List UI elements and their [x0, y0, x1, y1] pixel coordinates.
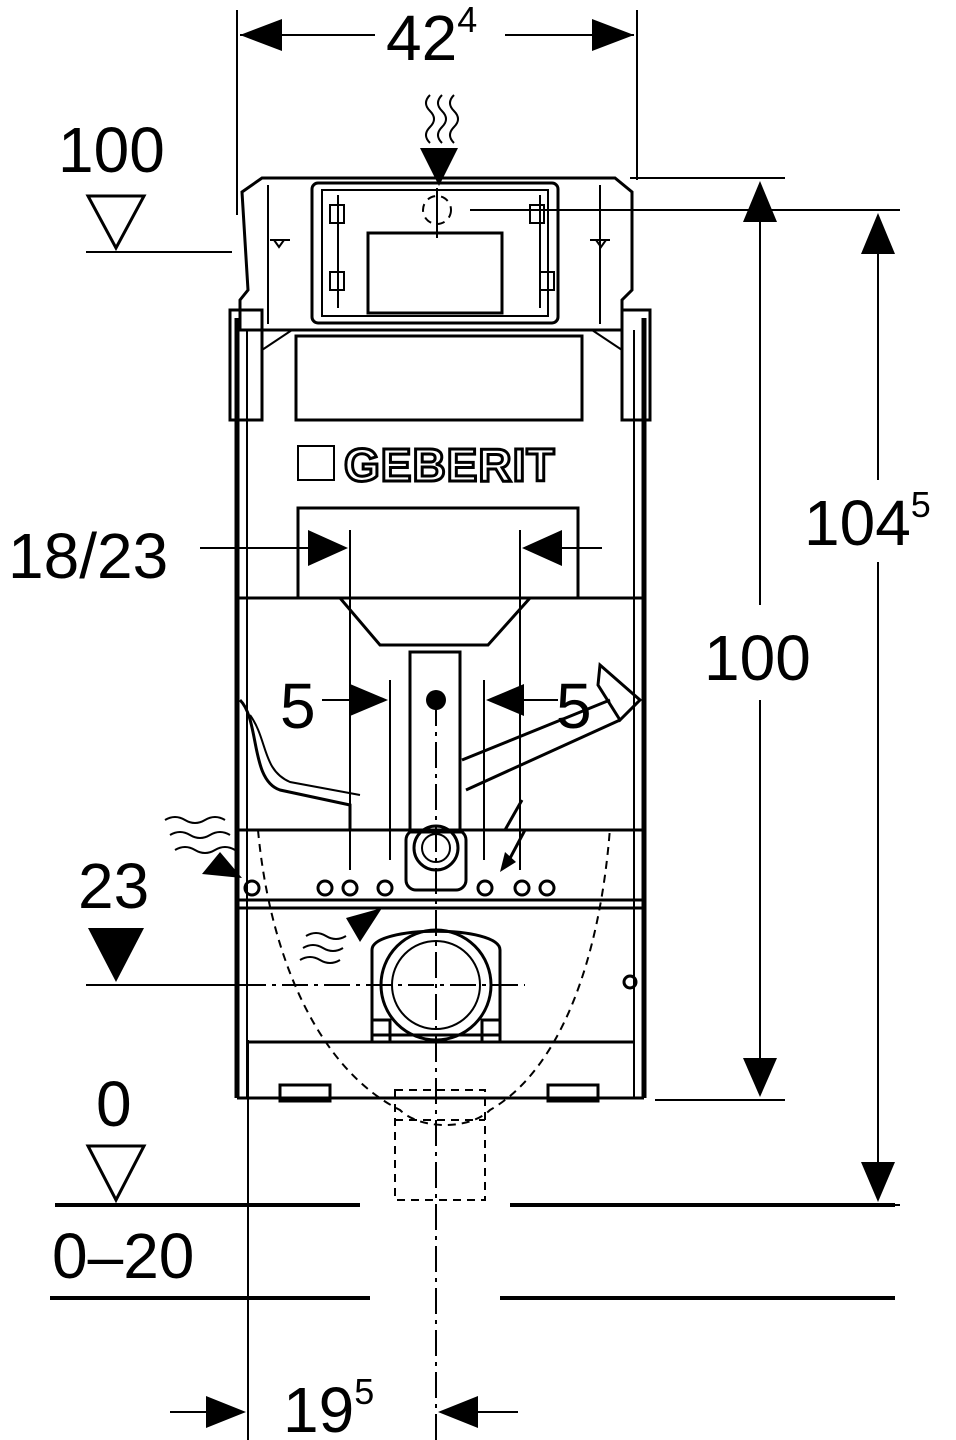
level-top-label: 100: [58, 114, 165, 186]
brand-logo: GEBERIT: [344, 439, 555, 491]
water-inlet-icon: [420, 94, 459, 186]
wc-bowl-outline: [257, 827, 611, 1201]
cistern: [238, 176, 634, 332]
installation-frame: GEBERIT: [228, 308, 652, 1103]
inner-offset-dimensions: 5 5: [280, 670, 592, 860]
offset-right-inner-label: 5: [556, 670, 592, 742]
level-100-marker: 100: [58, 114, 232, 253]
width-total-label: 424: [386, 0, 477, 74]
level-floor-label: 0: [96, 1068, 132, 1140]
level-drain-label: 23: [78, 850, 149, 922]
frame-height-label: 100: [704, 622, 811, 694]
height-dimensions: 100 1045: [470, 177, 931, 1206]
water-wave-icon-left: [164, 816, 242, 878]
floor-range-marker: 0–20: [50, 1220, 895, 1300]
offset-bottom-label: 195: [283, 1371, 374, 1440]
floor-range-label: 0–20: [52, 1220, 194, 1292]
width-dimension: 424: [236, 0, 638, 215]
offset-bottom-dimension: 195: [170, 1040, 518, 1440]
water-wave-icon-center: [299, 908, 382, 964]
electric-icon: [500, 799, 528, 872]
level-0-marker: 0: [55, 1068, 895, 1207]
offset-left-inner-label: 5: [280, 670, 316, 742]
center-dot: [426, 690, 446, 710]
level-23-marker: 23: [78, 850, 240, 986]
total-height-label: 1045: [804, 484, 931, 559]
offset-side-label: 18/23: [8, 520, 168, 592]
